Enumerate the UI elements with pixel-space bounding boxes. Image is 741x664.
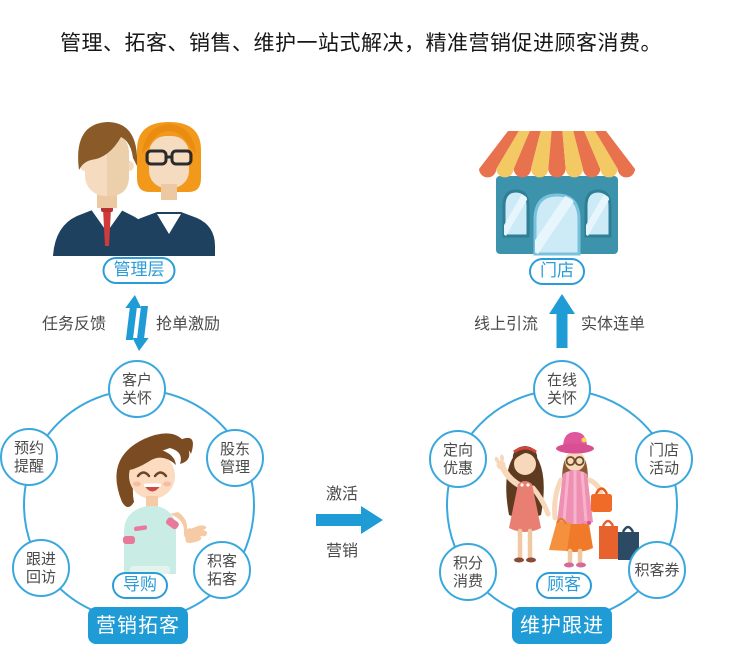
grab-order-label: 抢单激励 <box>156 314 221 333</box>
management-people-icon <box>53 122 215 256</box>
node-online-care: 在线关怀 <box>533 360 591 418</box>
node-store-activity: 门店活动 <box>635 430 693 488</box>
node-targeted-discount: 定向优惠 <box>429 430 487 488</box>
physical-linked-order-label: 实体连单 <box>581 314 646 333</box>
node-shareholder-management: 股东管理 <box>206 429 264 487</box>
store-group-label: 门店 <box>529 258 585 285</box>
page-title: 管理、拓客、销售、维护一站式解决，精准营销促进顾客消费。 <box>60 31 662 55</box>
activate-label: 激活 <box>326 484 359 503</box>
customer-label: 顾客 <box>536 572 592 599</box>
node-customer-coupon: 积客券 <box>628 541 686 599</box>
customers-icon <box>494 432 639 568</box>
shopping-guide-icon <box>116 433 208 574</box>
node-appointment-reminder: 预约提醒 <box>0 428 58 486</box>
marketing-label: 营销 <box>326 541 359 560</box>
management-group-label: 管理层 <box>102 257 176 284</box>
up-arrow-icon <box>549 294 575 348</box>
storefront-icon <box>479 131 636 256</box>
right-arrow-icon <box>316 506 383 534</box>
node-accumulate-customers: 积客拓客 <box>193 541 251 599</box>
task-feedback-label: 任务反馈 <box>42 314 107 333</box>
node-points-consumption: 积分消费 <box>439 543 497 601</box>
maintenance-follow-box: 维护跟进 <box>512 607 612 644</box>
node-customer-care: 客户关怀 <box>108 360 166 418</box>
guide-label: 导购 <box>112 572 168 599</box>
node-follow-up-visit: 跟进回访 <box>12 539 70 597</box>
online-traffic-label: 线上引流 <box>474 314 539 333</box>
up-down-arrows-icon <box>125 295 149 351</box>
marketing-expansion-box: 营销拓客 <box>88 607 188 644</box>
